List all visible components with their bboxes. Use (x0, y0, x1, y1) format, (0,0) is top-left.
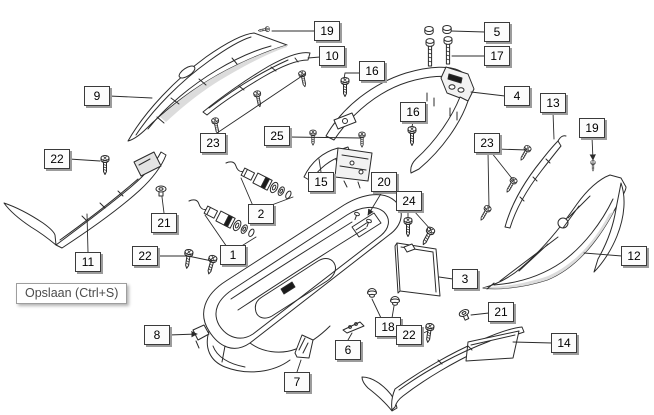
callout-7-23[interactable]: 7 (284, 372, 310, 392)
leader-line-14-30-0 (512, 341, 553, 344)
leader-line-18-25-0 (371, 298, 382, 319)
callout-21-28[interactable]: 21 (488, 302, 514, 322)
callout-4-5[interactable]: 4 (504, 86, 530, 106)
part-10-trim-strip (202, 52, 311, 116)
callout-16-2[interactable]: 16 (359, 61, 385, 81)
callout-14-30[interactable]: 14 (551, 333, 577, 353)
leader-line-21-19-0 (161, 196, 165, 214)
callout-22-29[interactable]: 22 (396, 325, 422, 345)
callout-22-12[interactable]: 22 (44, 149, 70, 169)
callout-19-0[interactable]: 19 (314, 21, 340, 41)
callout-3-27[interactable]: 3 (452, 269, 478, 289)
part-11-left-panel (3, 151, 167, 249)
leader-line-3-27-0 (438, 276, 454, 280)
callout-6-24[interactable]: 6 (335, 340, 361, 360)
callout-5-3[interactable]: 5 (484, 22, 510, 42)
part-3-door (394, 242, 441, 297)
leader-line-6-24-0 (347, 332, 353, 341)
callout-23-13[interactable]: 23 (200, 133, 226, 153)
leader-line-15-15-0 (318, 158, 322, 173)
leader-line-1-18-0 (204, 214, 228, 248)
part-2-lock-assembly (223, 157, 294, 202)
callout-8-22[interactable]: 8 (144, 325, 170, 345)
callout-13-7[interactable]: 13 (540, 93, 566, 113)
leader-line-4-5-0 (470, 91, 506, 97)
leader-lines-layer (68, 30, 623, 373)
callout-16-6[interactable]: 16 (400, 102, 426, 122)
callout-21-19[interactable]: 21 (151, 213, 177, 233)
leader-line-21-28-0 (470, 312, 490, 316)
callout-17-4[interactable]: 17 (484, 46, 510, 66)
leader-line-23-9-1 (490, 151, 515, 182)
part-12-right-panel (482, 174, 627, 290)
leader-line-13-7-0 (552, 111, 555, 140)
callout-11-20[interactable]: 11 (75, 252, 101, 272)
callout-19-8[interactable]: 19 (579, 118, 605, 138)
callout-1-18[interactable]: 1 (220, 245, 246, 265)
callout-20-16[interactable]: 20 (371, 172, 397, 192)
callout-25-14[interactable]: 25 (264, 126, 290, 146)
leader-line-16-2-0 (343, 72, 362, 80)
leader-line-22-12-0 (68, 158, 101, 162)
callout-22-21[interactable]: 22 (132, 246, 158, 266)
leader-line-10-1-0 (307, 56, 321, 59)
part-9-spoiler (127, 32, 288, 142)
leader-line-23-9-0 (495, 148, 529, 151)
part-1-lock-assembly (186, 195, 257, 240)
leader-line-22-21-0 (156, 255, 213, 262)
leader-line-24-26-1 (413, 210, 432, 231)
leader-line-5-3-0 (450, 30, 486, 33)
leader-line-7-23-0 (296, 359, 302, 373)
leader-line-25-14-0 (288, 136, 362, 139)
callout-2-17[interactable]: 2 (248, 204, 274, 224)
part-13-right-trim (504, 135, 567, 229)
callout-18-25[interactable]: 18 (375, 317, 401, 337)
leader-line-11-20-0 (86, 213, 89, 253)
leader-line-18-25-1 (391, 305, 395, 319)
leader-line-23-9-2 (487, 151, 490, 209)
leader-line-9-11-0 (108, 95, 153, 99)
callout-23-9[interactable]: 23 (474, 133, 500, 153)
leader-line-16-6-0 (411, 120, 414, 128)
callout-10-1[interactable]: 10 (319, 46, 345, 66)
leader-line-12-10-0 (583, 252, 623, 257)
callout-24-26[interactable]: 24 (396, 191, 422, 211)
save-tooltip: Opslaan (Ctrl+S) (16, 283, 128, 304)
callout-15-15[interactable]: 15 (308, 172, 334, 192)
callout-9-11[interactable]: 9 (84, 86, 110, 106)
leader-line-20-16-0 (367, 191, 383, 216)
leader-line-8-22-0 (168, 331, 198, 338)
leader-line-2-17-0 (240, 177, 254, 207)
callout-12-10[interactable]: 12 (621, 246, 647, 266)
leader-line-19-8-0 (589, 136, 596, 161)
part-14-lower-right-panel (361, 326, 525, 412)
part-7-pad (294, 334, 314, 359)
part-6-strip (342, 321, 365, 334)
leader-line-22-29-0 (420, 330, 429, 335)
part-8-storage-bucket (192, 194, 402, 373)
leader-line-23-13-0 (216, 73, 306, 134)
